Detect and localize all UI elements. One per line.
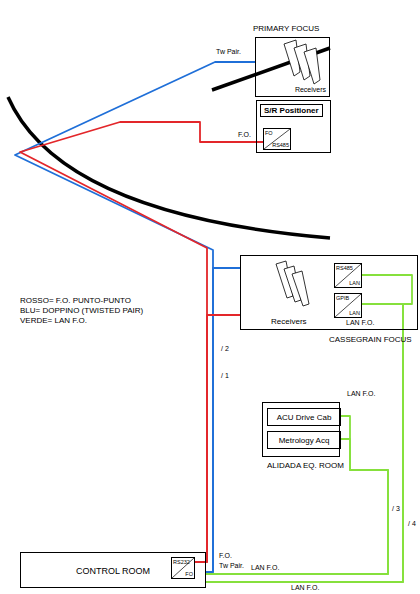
- equipment-box: Metrology Acq: [267, 431, 341, 449]
- cable-connector: [206, 416, 388, 574]
- box-title: PRIMARY FOCUS: [253, 24, 319, 33]
- box-title: CASSEGRAIN FOCUS: [329, 335, 412, 344]
- feed-horn: [304, 48, 320, 84]
- cable-connector: [206, 275, 412, 582]
- room-box: CONTROL ROOMRS232FO: [20, 552, 206, 588]
- cable-connector: [206, 268, 240, 572]
- callout-number: / 4: [407, 520, 417, 528]
- cable-label: Tw Pair.: [218, 562, 245, 570]
- cable-label: F.O.: [237, 131, 252, 139]
- box-text: FO: [265, 130, 273, 136]
- split-line: [264, 129, 290, 149]
- box-text: Receivers: [271, 317, 307, 326]
- converter-box: GPIB LAN: [334, 293, 362, 318]
- feed-horn: [292, 271, 309, 306]
- cable-label: LAN F.O.: [250, 564, 280, 572]
- box-text: ACU Drive Cab: [268, 413, 340, 422]
- cable-label: LAN F.O.: [290, 584, 320, 592]
- cassegrain-horns: [276, 261, 309, 306]
- legend-entry: VERDE= LAN F.O.: [20, 316, 87, 325]
- box-text: LAN: [349, 310, 360, 316]
- split-line: [172, 558, 194, 578]
- positioner-box: S/R PositionerFO RS485: [256, 100, 331, 153]
- cable-connector: [195, 315, 240, 562]
- equipment-box: ACU Drive Cab: [267, 408, 341, 426]
- room-box: ALIDADA EQ. ROOMACU Drive CabMetrology A…: [262, 402, 340, 457]
- box-text: FO: [185, 571, 193, 577]
- focus-box: PRIMARY FOCUSReceivers: [255, 37, 330, 97]
- box-text: GPIB: [336, 295, 349, 301]
- legend-entry: ROSSO= F.O. PUNTO-PUNTO: [20, 296, 131, 305]
- box-text: S/R Positioner: [260, 104, 323, 117]
- focus-box: ReceiversCASSEGRAIN FOCUSRS485LANGPIBLAN: [240, 255, 418, 330]
- cable-label: LAN F.O.: [346, 390, 376, 398]
- split-line: [335, 294, 361, 317]
- converter-box: RS232FO: [171, 557, 195, 579]
- dish-reflector: [8, 97, 330, 238]
- box-text: CONTROL ROOM: [21, 566, 205, 576]
- box-text: LAN: [349, 280, 360, 286]
- box-text: RS485: [272, 142, 289, 148]
- cable-connector: [15, 62, 255, 572]
- cable-label: LAN F.O.: [345, 319, 375, 327]
- converter-box: RS485LAN: [334, 263, 362, 288]
- split-line: [335, 264, 361, 287]
- converter-box: FO RS485: [263, 128, 291, 150]
- box-title: ALIDADA EQ. ROOM: [267, 461, 344, 470]
- cable-label: F.O.: [218, 552, 233, 560]
- cable-connector: [206, 439, 388, 574]
- cable-connector: [20, 122, 263, 562]
- cable-connector: [206, 304, 403, 582]
- primary-horns: [284, 40, 320, 84]
- callout-number: / 3: [391, 505, 401, 513]
- box-text: Receivers: [295, 86, 326, 94]
- box-text: RS232: [173, 559, 190, 565]
- box-text: Metrology Acq: [268, 436, 340, 445]
- cable-label: Tw Pair.: [215, 48, 242, 56]
- callout-number: / 1: [220, 372, 230, 380]
- box-text: RS485: [336, 265, 353, 271]
- focus-support: [212, 48, 330, 90]
- legend-entry: BLU= DOPPINO (TWISTED PAIR): [20, 306, 143, 315]
- callout-number: / 2: [220, 345, 230, 353]
